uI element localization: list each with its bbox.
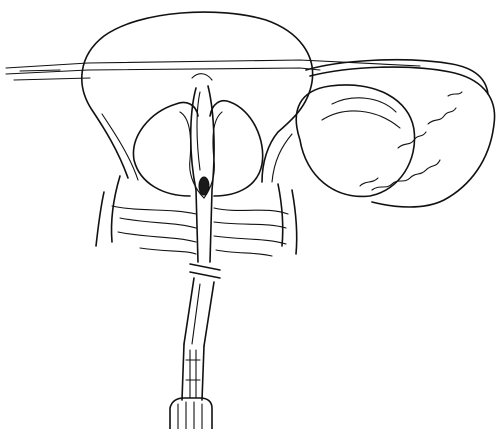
shaft-band	[190, 264, 220, 278]
right-coiled-tube	[306, 60, 495, 207]
horizontal-rod	[6, 60, 420, 80]
instrument-handle	[170, 398, 212, 429]
instrument-shaft	[182, 278, 214, 400]
right-oval-structure	[296, 85, 414, 196]
upper-dome	[82, 12, 313, 182]
central-channel	[191, 74, 214, 262]
